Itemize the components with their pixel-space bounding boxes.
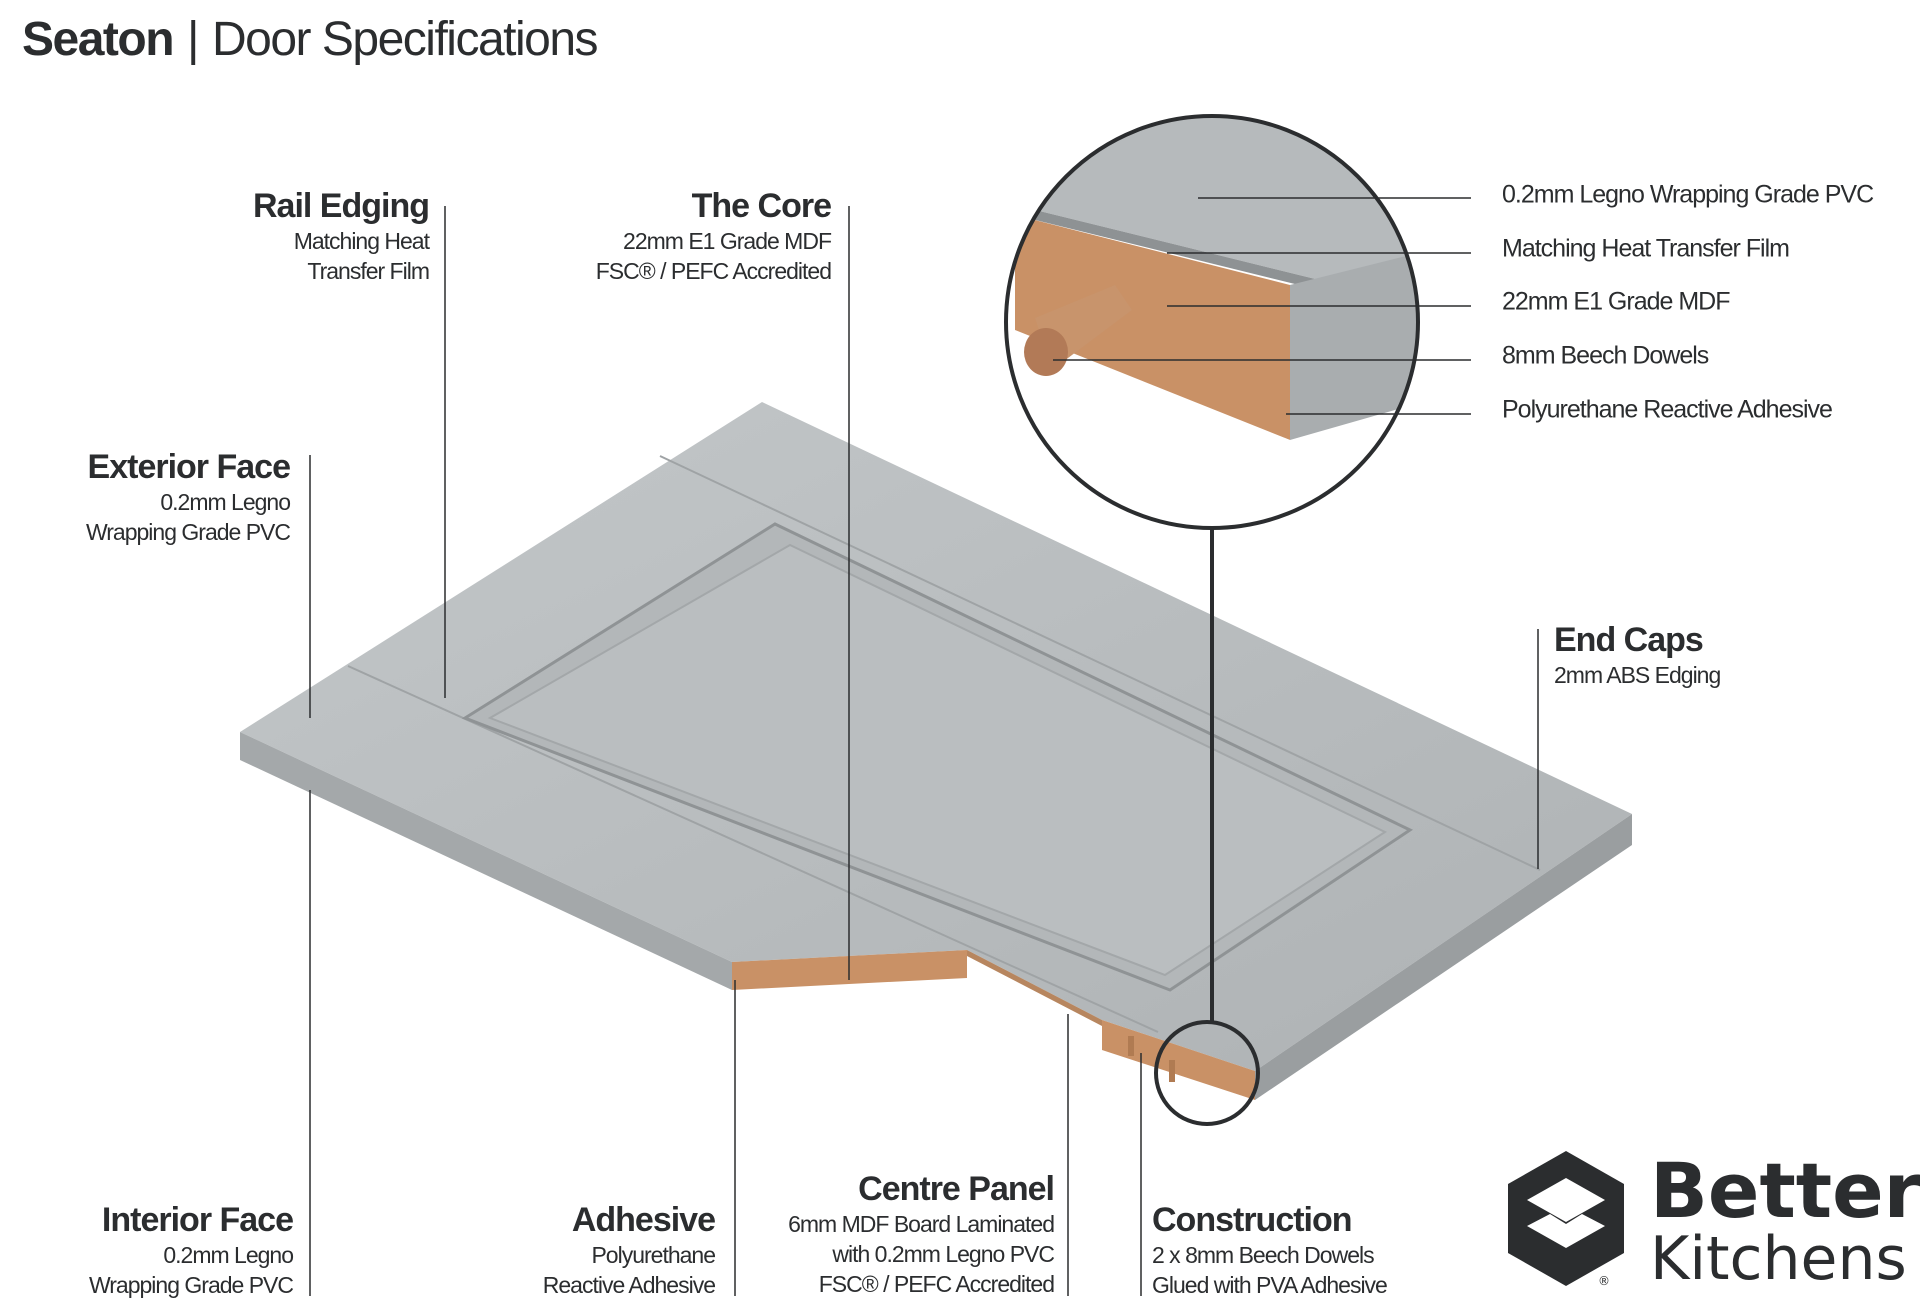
label-line: Transfer Film bbox=[307, 258, 430, 284]
label-line: Polyurethane bbox=[591, 1242, 716, 1268]
callout-adhesive: Polyurethane Reactive Adhesive bbox=[1502, 395, 1833, 424]
label-line: Wrapping Grade PVC bbox=[88, 1272, 294, 1298]
label-rail-edging: Rail Edging Matching Heat Transfer Film bbox=[253, 186, 430, 286]
label-line: 22mm E1 Grade MDF bbox=[623, 228, 832, 254]
label-heading: Rail Edging bbox=[253, 187, 430, 225]
label-line: 2mm ABS Edging bbox=[1554, 662, 1721, 688]
logo-kitchens: Kitchens bbox=[1650, 1224, 1907, 1294]
label-adhesive: Adhesive Polyurethane Reactive Adhesive bbox=[542, 1200, 716, 1300]
page-title: Seaton|Door Specifications bbox=[22, 12, 599, 67]
label-heading: The Core bbox=[691, 187, 832, 225]
label-line: FSC® / PEFC Accredited bbox=[818, 1271, 1055, 1297]
label-line: 0.2mm Legno bbox=[160, 489, 291, 515]
page-subtitle: Door Specifications bbox=[212, 13, 599, 66]
label-line: 6mm MDF Board Laminated bbox=[788, 1211, 1055, 1237]
label-heading: End Caps bbox=[1554, 621, 1704, 659]
callout-heat-film: Matching Heat Transfer Film bbox=[1502, 234, 1790, 263]
title-separator: | bbox=[187, 13, 199, 66]
label-line: with 0.2mm Legno PVC bbox=[832, 1241, 1055, 1267]
product-name: Seaton bbox=[22, 13, 175, 66]
label-line: Wrapping Grade PVC bbox=[85, 519, 291, 545]
label-heading: Interior Face bbox=[101, 1201, 294, 1239]
callout-dowels: 8mm Beech Dowels bbox=[1502, 341, 1709, 370]
label-heading: Exterior Face bbox=[87, 448, 291, 486]
logo-better: Better bbox=[1650, 1146, 1920, 1235]
label-line: FSC® / PEFC Accredited bbox=[595, 258, 832, 284]
callout-leaders bbox=[1053, 197, 1471, 415]
better-kitchens-logo-icon bbox=[1508, 1151, 1624, 1286]
label-line: Matching Heat bbox=[293, 228, 430, 254]
label-the-core: The Core 22mm E1 Grade MDF FSC® / PEFC A… bbox=[595, 186, 832, 286]
label-heading: Construction bbox=[1152, 1201, 1353, 1239]
label-exterior-face: Exterior Face 0.2mm Legno Wrapping Grade… bbox=[85, 447, 291, 547]
door-model bbox=[240, 402, 1632, 1100]
callout-pvc: 0.2mm Legno Wrapping Grade PVC bbox=[1502, 180, 1874, 209]
registered-mark: ® bbox=[1598, 1274, 1610, 1288]
label-leaders bbox=[309, 206, 1539, 1296]
label-line: Glued with PVA Adhesive bbox=[1152, 1272, 1388, 1298]
callout-mdf: 22mm E1 Grade MDF bbox=[1502, 287, 1731, 316]
detail-source-circle bbox=[1154, 1020, 1260, 1126]
label-construction: Construction 2 x 8mm Beech Dowels Glued … bbox=[1152, 1200, 1388, 1300]
label-end-caps: End Caps 2mm ABS Edging bbox=[1554, 620, 1721, 690]
label-interior-face: Interior Face 0.2mm Legno Wrapping Grade… bbox=[88, 1200, 294, 1300]
label-heading: Centre Panel bbox=[858, 1170, 1055, 1208]
label-line: Reactive Adhesive bbox=[542, 1272, 716, 1298]
detail-zoom bbox=[1006, 116, 1418, 528]
label-heading: Adhesive bbox=[571, 1201, 716, 1239]
label-line: 2 x 8mm Beech Dowels bbox=[1152, 1242, 1375, 1268]
label-centre-panel: Centre Panel 6mm MDF Board Laminated wit… bbox=[788, 1169, 1055, 1299]
label-line: 0.2mm Legno bbox=[163, 1242, 294, 1268]
rail-cross-section bbox=[1102, 1020, 1255, 1100]
